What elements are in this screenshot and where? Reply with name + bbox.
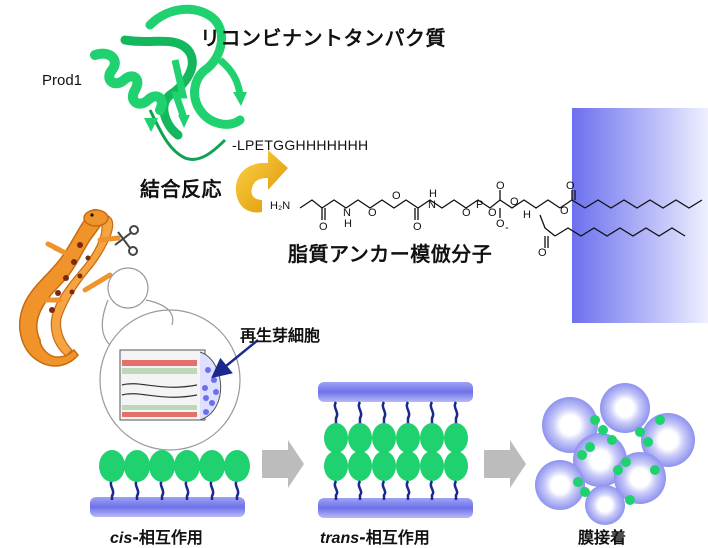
trans-linkers-bottom xyxy=(333,480,459,500)
membrane-fusion-label: 膜接着 xyxy=(578,528,627,547)
atom-h3: H xyxy=(523,209,531,221)
atom-n1: N xyxy=(343,207,351,219)
lipid-mimic-label: 脂質アンカー模倣分子 xyxy=(288,242,493,266)
atom-o9: O xyxy=(510,196,519,208)
trans-proteins-bottom xyxy=(324,451,468,481)
atom-h2: H xyxy=(429,188,437,200)
atom-n2: N xyxy=(428,199,436,211)
cis-prefix: cis xyxy=(110,530,133,547)
cell-cluster xyxy=(535,383,695,525)
atom-o1: O xyxy=(319,221,328,233)
prod1-protein-ribbon xyxy=(90,4,247,161)
scissors-icon xyxy=(114,225,139,256)
atom-p: P xyxy=(476,199,484,211)
cis-interaction-panel xyxy=(90,450,250,517)
atom-o7: O xyxy=(496,218,505,230)
atom-o3: O xyxy=(392,190,401,202)
trans-proteins-top xyxy=(324,423,468,453)
step-arrow-2 xyxy=(484,440,526,488)
atom-h2n: H₂N xyxy=(270,200,291,212)
membrane-block xyxy=(572,108,708,323)
ligation-reaction-label: 結合反応 xyxy=(140,177,222,201)
atom-o8: O xyxy=(488,207,497,219)
tissue-cross-section xyxy=(119,339,259,421)
atom-o4: O xyxy=(413,221,422,233)
step-arrow-1 xyxy=(262,440,304,488)
atom-o11: O xyxy=(560,205,569,217)
zoom-connector xyxy=(99,267,241,451)
atom-o10: O xyxy=(566,180,575,192)
cis-interaction-label: cis-相互作用 xyxy=(110,524,203,548)
peptide-tag-label: -LPETGGHHHHHHH xyxy=(232,137,369,153)
reaction-arrow xyxy=(235,150,288,213)
atom-h1: H xyxy=(344,218,352,230)
recombinant-protein-label: リコンビナントタンパク質 xyxy=(200,26,446,50)
trans-interaction-label: trans-相互作用 xyxy=(320,524,430,548)
trans-prefix: trans xyxy=(320,530,360,547)
charge-minus: - xyxy=(505,222,509,234)
trans-linkers-top xyxy=(333,401,459,424)
atom-o2: O xyxy=(368,207,377,219)
trans-suffix: -相互作用 xyxy=(359,528,430,547)
lipid-anchor-molecule xyxy=(299,190,703,248)
atom-o6: O xyxy=(496,180,505,192)
cis-suffix: -相互作用 xyxy=(132,528,203,547)
atom-o5: O xyxy=(462,207,471,219)
prod1-label: Prod1 xyxy=(42,72,83,89)
trans-interaction-panel xyxy=(318,382,473,518)
cluster-proteins xyxy=(573,415,665,505)
newt-illustration xyxy=(19,208,121,367)
regen-bud-label: 再生芽細胞 xyxy=(240,326,321,345)
atom-o12: O xyxy=(538,247,547,259)
cis-proteins xyxy=(99,450,250,482)
